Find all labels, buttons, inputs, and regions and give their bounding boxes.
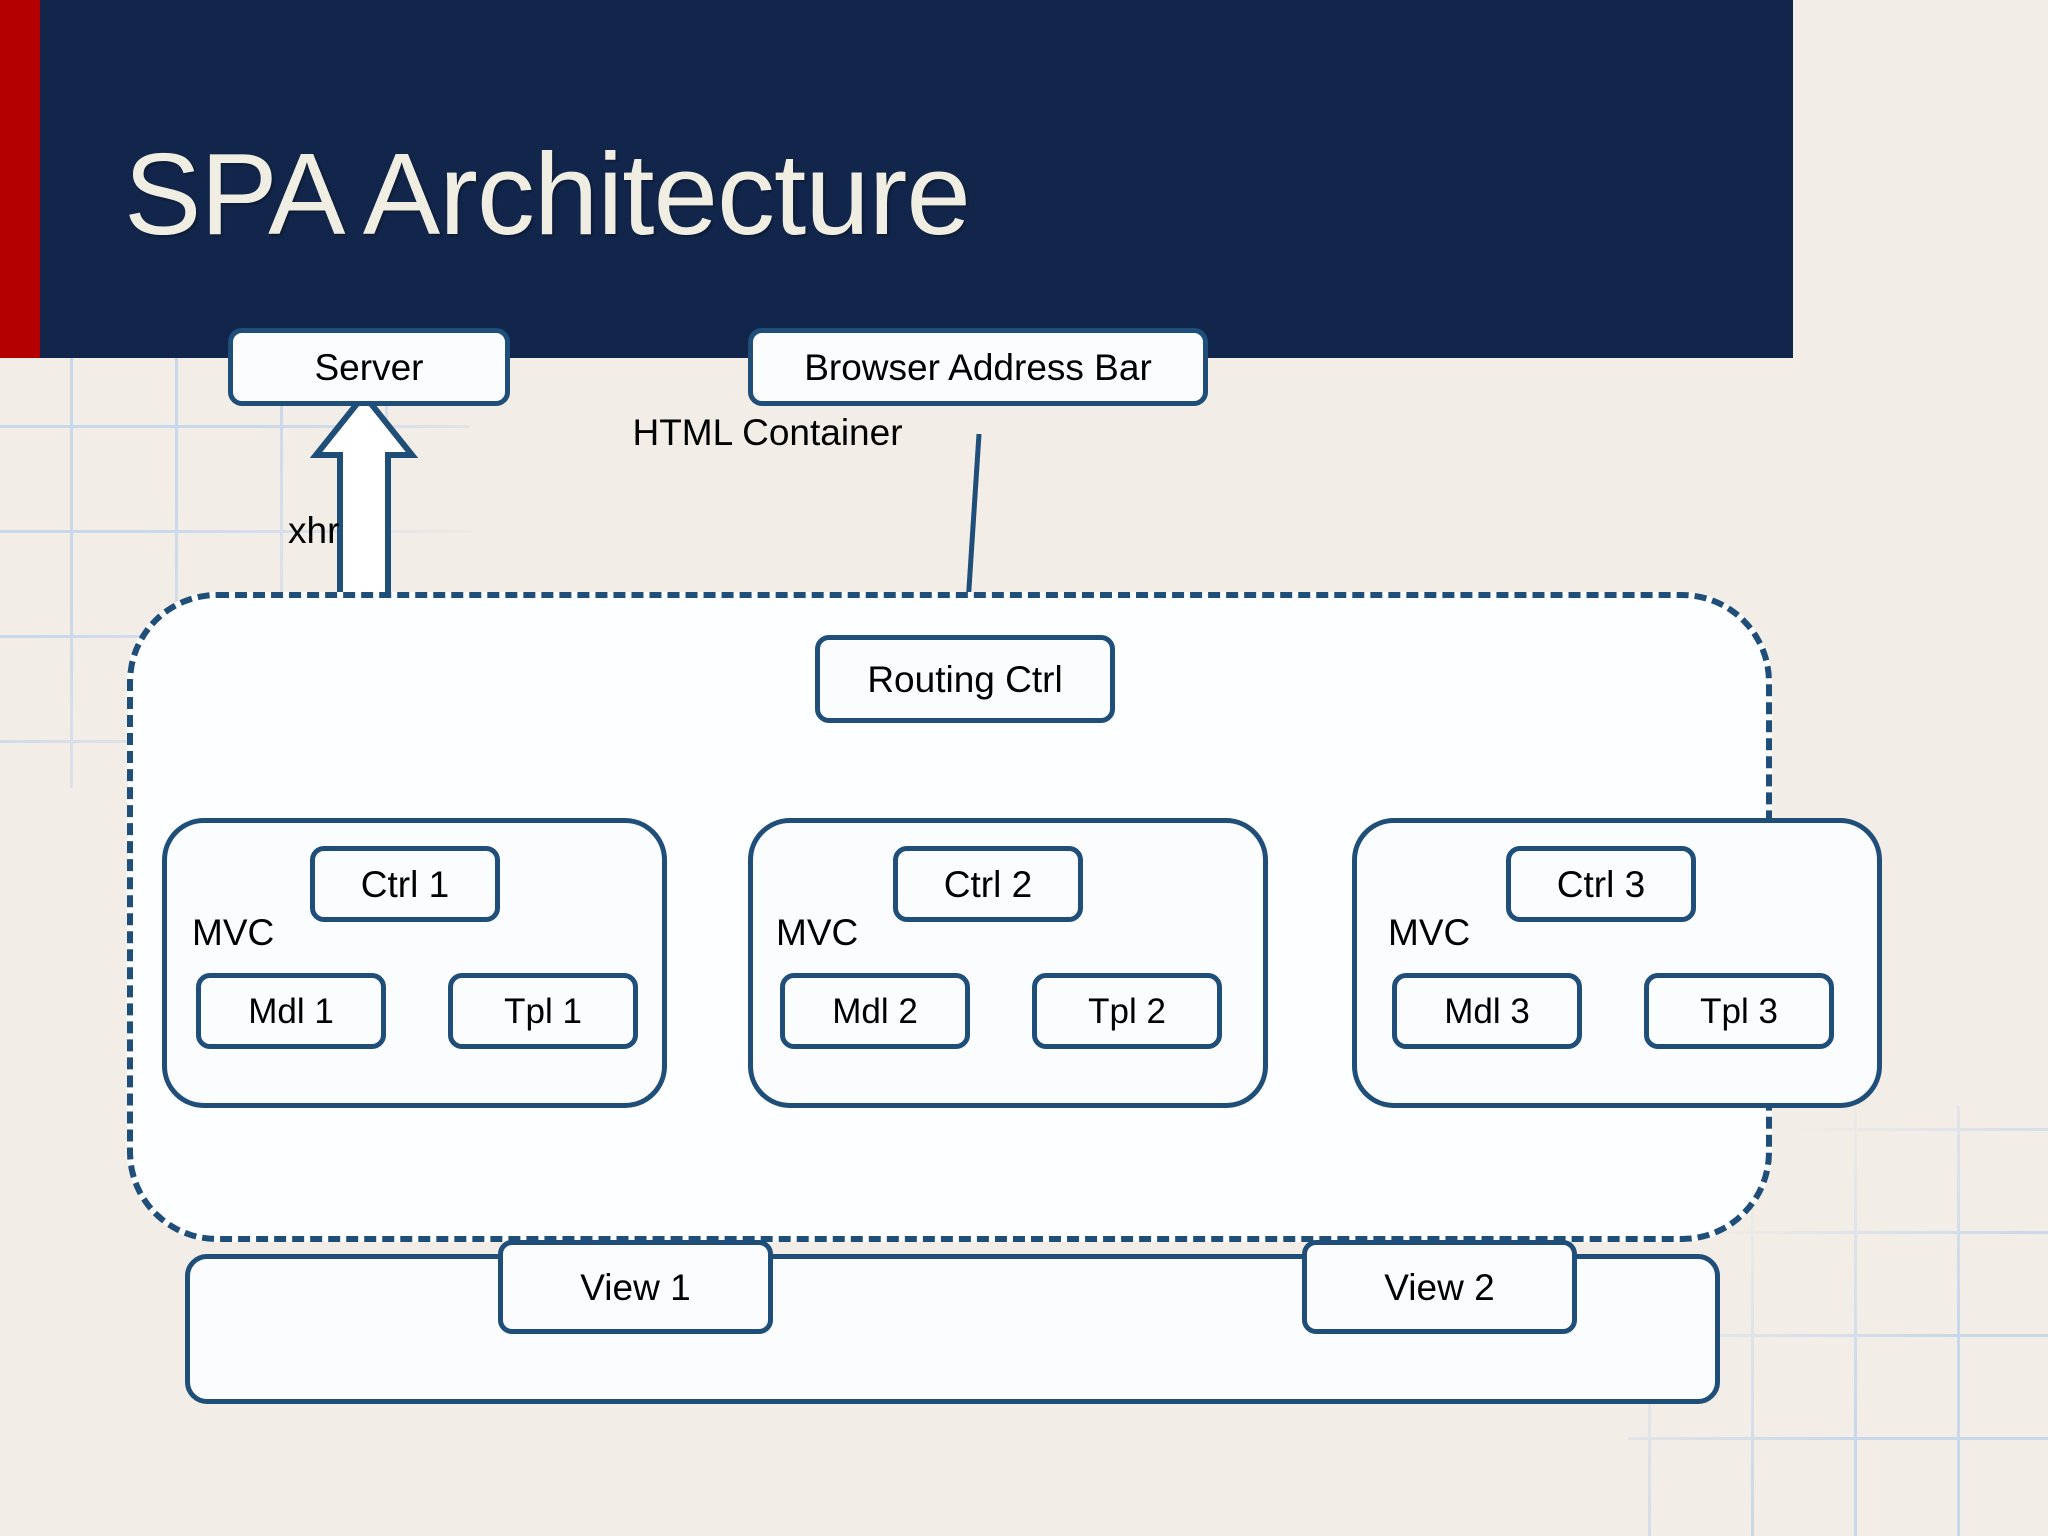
node-mdl-1[interactable]: Mdl 1 xyxy=(196,973,386,1049)
node-mdl-2-label: Mdl 2 xyxy=(832,991,918,1031)
page-title: SPA Architecture xyxy=(124,129,971,259)
node-server-label: Server xyxy=(314,346,424,388)
node-view-1[interactable]: View 1 xyxy=(498,1240,773,1334)
node-tpl-2-label: Tpl 2 xyxy=(1088,991,1166,1031)
node-ctrl-2-label: Ctrl 2 xyxy=(943,863,1033,905)
node-mdl-3[interactable]: Mdl 3 xyxy=(1392,973,1582,1049)
node-ctrl-1-label: Ctrl 1 xyxy=(360,863,450,905)
node-browser-address-bar-label: Browser Address Bar xyxy=(804,346,1152,388)
node-tpl-3-label: Tpl 3 xyxy=(1700,991,1778,1031)
mvc-group-3-label: MVC xyxy=(1388,912,1471,953)
node-routing-ctrl-label: Routing Ctrl xyxy=(867,658,1063,700)
node-browser-address-bar[interactable]: Browser Address Bar xyxy=(748,328,1208,406)
header-accent-bar xyxy=(0,0,40,358)
node-view-2-label: View 2 xyxy=(1384,1266,1495,1308)
node-ctrl-3-label: Ctrl 3 xyxy=(1556,863,1646,905)
node-ctrl-2[interactable]: Ctrl 2 xyxy=(893,846,1083,922)
node-mdl-2[interactable]: Mdl 2 xyxy=(780,973,970,1049)
node-mdl-1-label: Mdl 1 xyxy=(248,991,334,1031)
node-ctrl-1[interactable]: Ctrl 1 xyxy=(310,846,500,922)
node-ctrl-3[interactable]: Ctrl 3 xyxy=(1506,846,1696,922)
node-tpl-3[interactable]: Tpl 3 xyxy=(1644,973,1834,1049)
mvc-group-1-label: MVC xyxy=(192,912,275,953)
node-tpl-2[interactable]: Tpl 2 xyxy=(1032,973,1222,1049)
mvc-group-2-label: MVC xyxy=(776,912,859,953)
spa-architecture-diagram: HTML Container xyxy=(0,328,2048,1536)
label-xhr: xhr xyxy=(288,510,340,551)
node-mdl-3-label: Mdl 3 xyxy=(1444,991,1530,1031)
node-server[interactable]: Server xyxy=(228,328,510,406)
node-tpl-1[interactable]: Tpl 1 xyxy=(448,973,638,1049)
node-routing-ctrl[interactable]: Routing Ctrl xyxy=(815,635,1115,723)
slide-header: SPA Architecture xyxy=(0,0,1793,358)
node-tpl-1-label: Tpl 1 xyxy=(504,991,582,1031)
html-container-label: HTML Container xyxy=(632,412,903,453)
node-view-1-label: View 1 xyxy=(580,1266,691,1308)
node-view-2[interactable]: View 2 xyxy=(1302,1240,1577,1334)
